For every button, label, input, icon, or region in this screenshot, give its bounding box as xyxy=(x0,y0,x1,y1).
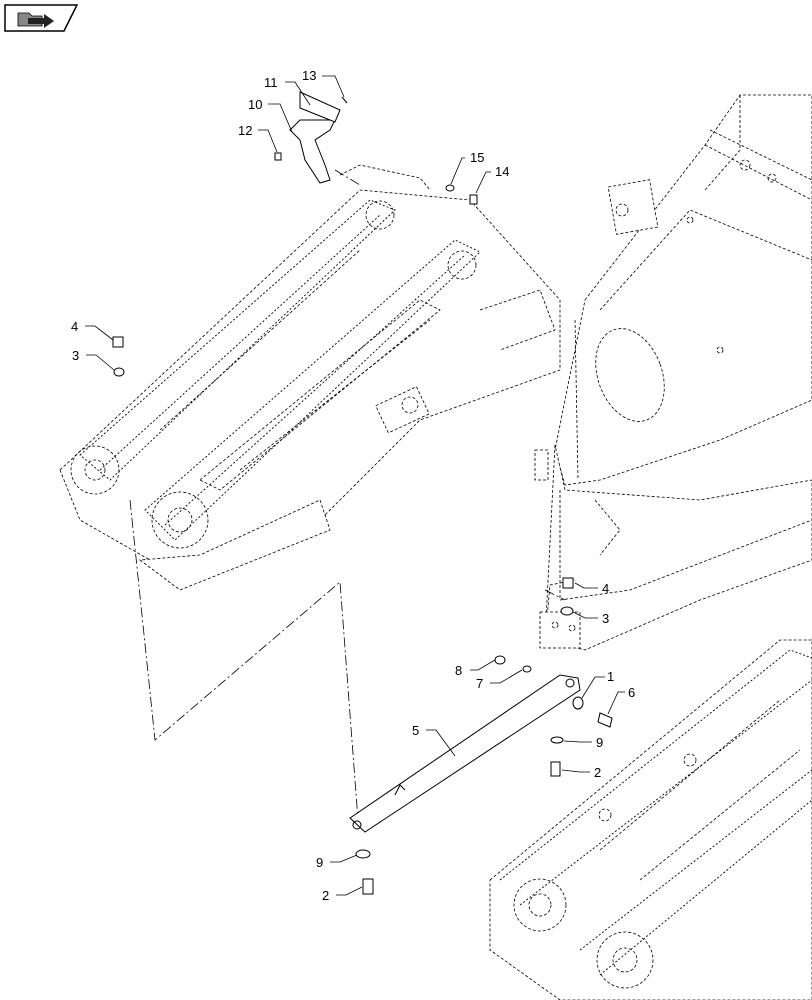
callout-9: 9 xyxy=(596,735,603,750)
upper-conveyor-assembly xyxy=(59,164,561,591)
callout-12: 12 xyxy=(238,123,252,138)
callout-3: 3 xyxy=(72,348,79,363)
callout-5: 5 xyxy=(412,723,419,738)
callout-9: 9 xyxy=(316,855,323,870)
callout-4: 4 xyxy=(71,319,78,334)
callout-2: 2 xyxy=(322,888,329,903)
support-strut xyxy=(349,674,581,833)
callout-10: 10 xyxy=(248,97,262,112)
lower-conveyor-assembly xyxy=(489,639,812,1000)
callout-1: 1 xyxy=(607,669,614,684)
callout-7: 7 xyxy=(476,676,483,691)
folder-arrow-icon xyxy=(17,12,54,28)
callout-4: 4 xyxy=(602,581,609,596)
right-frame-assembly xyxy=(534,94,812,651)
hardware-parts xyxy=(112,96,613,895)
bracket xyxy=(289,91,341,184)
callout-11: 11 xyxy=(264,75,278,90)
callout-15: 15 xyxy=(470,150,484,165)
callout-8: 8 xyxy=(455,663,462,678)
callout-2: 2 xyxy=(594,765,601,780)
callout-3: 3 xyxy=(602,611,609,626)
callout-13: 13 xyxy=(302,68,316,83)
callout-14: 14 xyxy=(495,164,509,179)
nav-button-top[interactable] xyxy=(4,4,78,32)
leader-lines xyxy=(85,75,625,896)
assembly-center-lines xyxy=(129,169,566,821)
callout-6: 6 xyxy=(628,685,635,700)
callout-labels: 13 11 10 12 15 14 4 3 4 3 8 7 1 6 5 9 2 … xyxy=(71,68,635,903)
